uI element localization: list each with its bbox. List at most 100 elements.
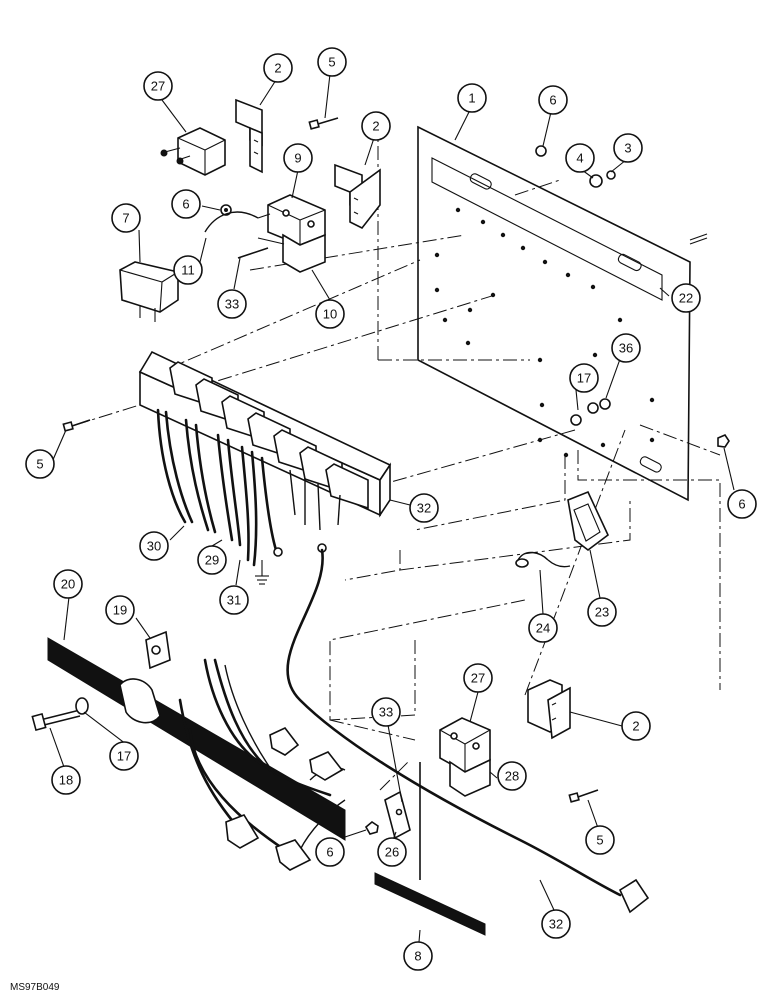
callout-number: 28 [505, 769, 519, 784]
callout-19: 19 [105, 595, 135, 625]
callout-number: 33 [379, 705, 393, 720]
callout-number: 27 [471, 671, 485, 686]
callout-circle [565, 143, 595, 173]
callout-1: 1 [457, 83, 487, 113]
callout-33: 33 [217, 289, 247, 319]
callout-number: 1 [468, 91, 475, 106]
callout-circle [171, 189, 201, 219]
callout-number: 31 [227, 593, 241, 608]
connector-plug-23 [567, 490, 609, 552]
callout-17: 17 [109, 741, 139, 771]
callout-number: 4 [576, 151, 583, 166]
callout-circle [197, 545, 227, 575]
callout-24: 24 [528, 613, 558, 643]
callout-circle [317, 47, 347, 77]
callout-number: 3 [624, 141, 631, 156]
clamp-19 [145, 630, 171, 670]
breaker-27-lower [439, 717, 491, 797]
callout-5: 5 [317, 47, 347, 77]
callout-number: 6 [549, 93, 556, 108]
drawing-code: MS97B049 [10, 982, 60, 993]
callout-number: 24 [536, 621, 550, 636]
callout-circle [587, 597, 617, 627]
callout-number: 19 [113, 603, 127, 618]
relay-7 [119, 261, 179, 322]
callout-circle [315, 299, 345, 329]
bracket-2-upper-right [334, 163, 381, 230]
callout-number: 27 [151, 79, 165, 94]
callout-circle [361, 111, 391, 141]
callout-circle [528, 613, 558, 643]
callout-circle [613, 133, 643, 163]
callout-number: 10 [323, 307, 337, 322]
fasteners [62, 117, 730, 835]
callout-circle [585, 825, 615, 855]
callout-labels: 1222345556666789101117171819202223242627… [25, 47, 757, 971]
callout-circle [457, 83, 487, 113]
callout-2: 2 [263, 53, 293, 83]
callout-number: 6 [326, 845, 333, 860]
callout-2: 2 [621, 711, 651, 741]
relay-cubes [169, 361, 369, 510]
callout-number: 17 [117, 749, 131, 764]
callout-20: 20 [53, 569, 83, 599]
callout-circle [541, 909, 571, 939]
bracket-2-lower [527, 679, 571, 740]
wire-8 [374, 762, 486, 936]
callout-number: 8 [414, 949, 421, 964]
callout-circle [727, 489, 757, 519]
callout-circle [25, 449, 55, 479]
callout-3: 3 [613, 133, 643, 163]
callout-number: 22 [679, 291, 693, 306]
callout-number: 9 [294, 151, 301, 166]
callout-5: 5 [25, 449, 55, 479]
mounting-plate [417, 125, 708, 502]
callout-4: 4 [565, 143, 595, 173]
callout-circle [315, 837, 345, 867]
callout-29: 29 [197, 545, 227, 575]
callout-circle [283, 143, 313, 173]
callout-27: 27 [143, 71, 173, 101]
callout-31: 31 [219, 585, 249, 615]
callout-circle [621, 711, 651, 741]
callout-circle [217, 289, 247, 319]
breaker-27-upper [160, 127, 226, 176]
callout-27: 27 [463, 663, 493, 693]
relay-block [138, 350, 392, 585]
callout-11: 11 [173, 255, 203, 285]
callout-36: 36 [611, 333, 641, 363]
callout-26: 26 [377, 837, 407, 867]
callout-circle [611, 333, 641, 363]
callout-circle [403, 941, 433, 971]
callout-circle [109, 741, 139, 771]
callout-number: 11 [181, 263, 195, 278]
callout-number: 32 [417, 501, 431, 516]
callout-number: 2 [632, 719, 639, 734]
bracket-26 [384, 790, 411, 840]
callout-number: 23 [595, 605, 609, 620]
callout-circle [671, 283, 701, 313]
callout-number: 36 [619, 341, 633, 356]
callout-circle [139, 531, 169, 561]
callout-10: 10 [315, 299, 345, 329]
callout-circle [111, 203, 141, 233]
callout-23: 23 [587, 597, 617, 627]
callout-33: 33 [371, 697, 401, 727]
callout-number: 26 [385, 845, 399, 860]
tie-strap-24 [515, 551, 571, 568]
ground-symbol [255, 560, 269, 585]
callout-5: 5 [585, 825, 615, 855]
callout-circle [105, 595, 135, 625]
callout-circle [569, 363, 599, 393]
block-wires [156, 408, 341, 567]
callout-6: 6 [315, 837, 345, 867]
callout-circle [497, 761, 527, 791]
callout-number: 30 [147, 539, 161, 554]
callout-circle [409, 493, 439, 523]
bolt-18 [31, 709, 81, 732]
bracket-2-upper-left [235, 98, 263, 174]
callout-circle [263, 53, 293, 83]
harness-main [47, 548, 650, 914]
callout-number: 7 [122, 211, 129, 226]
callout-7: 7 [111, 203, 141, 233]
